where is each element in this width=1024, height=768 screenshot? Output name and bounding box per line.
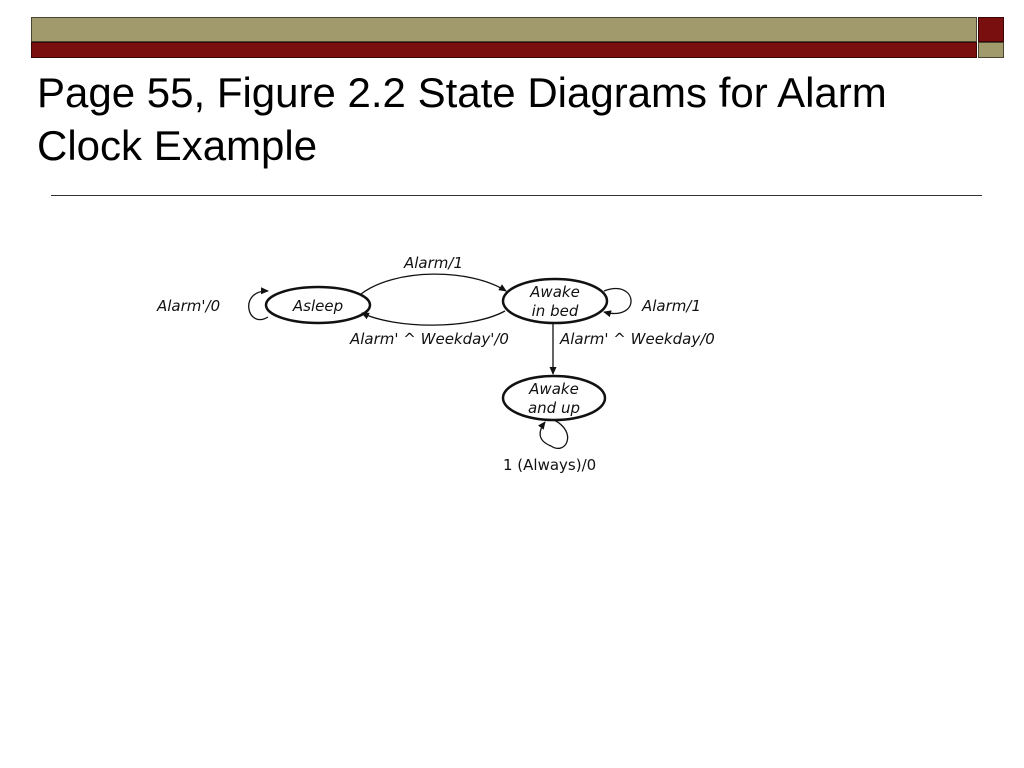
state-asleep (264, 285, 372, 325)
header-square-maroon (978, 17, 1004, 42)
state-asleep-label: Asleep (292, 297, 343, 315)
label-asleep-self: Alarm'/0 (156, 297, 220, 315)
label-awake-and-up-self: 1 (Always)/0 (503, 456, 596, 474)
header-bar-maroon (31, 42, 977, 58)
slide-title-line-1: Page 55, Figure 2.2 State Diagrams for A… (37, 69, 887, 116)
state-awake-in-bed (501, 277, 609, 325)
transition-awake-in-bed-to-asleep (361, 310, 506, 326)
state-awake-in-bed-label-line-1: Awake (529, 283, 580, 301)
slide-title-line-2: Clock Example (37, 122, 318, 169)
label-awake-in-bed-self: Alarm/1 (641, 297, 701, 315)
label-awake-in-bed-to-awake-and-up: Alarm' ^ Weekday/0 (559, 330, 715, 348)
title-divider (51, 195, 982, 196)
transition-awake-and-up-self (538, 419, 569, 449)
header-square-olive (978, 42, 1004, 58)
state-awake-and-up-label-line-2: and up (528, 399, 580, 417)
label-asleep-to-awake-in-bed: Alarm/1 (403, 254, 463, 272)
transition-asleep-self (248, 287, 269, 321)
state-awake-and-up-label-line-1: Awake (528, 380, 579, 398)
label-awake-in-bed-to-asleep: Alarm' ^ Weekday'/0 (349, 330, 509, 348)
state-awake-in-bed-label-line-2: in bed (532, 302, 579, 320)
slide-title: Page 55, Figure 2.2 State Diagrams for A… (37, 66, 977, 172)
transition-asleep-to-awake-in-bed (360, 273, 507, 295)
transition-awake-in-bed-self (603, 288, 632, 318)
header-bar-olive (31, 17, 977, 42)
